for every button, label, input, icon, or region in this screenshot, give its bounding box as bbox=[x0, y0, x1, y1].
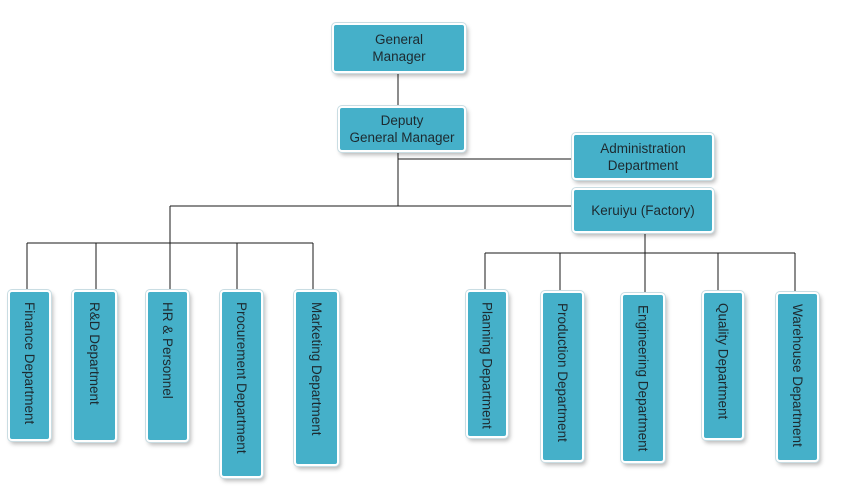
planning-department-box: Planning Department bbox=[466, 290, 508, 438]
quality-department-box: Quality Department bbox=[702, 291, 744, 440]
general-manager-line-2: Manager bbox=[372, 49, 426, 64]
deputy-line-1: Deputy bbox=[380, 113, 424, 128]
hr-personnel-label: HR & Personnel bbox=[160, 302, 175, 399]
factory-label: Keruiyu (Factory) bbox=[591, 203, 695, 218]
quality-department-label: Quality Department bbox=[715, 303, 731, 420]
rd-department-label: R&D Department bbox=[87, 302, 102, 405]
finance-department-label: Finance Department bbox=[22, 302, 37, 425]
finance-department-box: Finance Department bbox=[8, 290, 51, 441]
engineering-department-box: Engineering Department bbox=[621, 293, 665, 463]
general-manager-line-1: General bbox=[374, 32, 423, 47]
production-department-box: Production Department bbox=[541, 291, 584, 462]
planning-department-label: Planning Department bbox=[479, 302, 495, 429]
rd-department-box: R&D Department bbox=[72, 290, 117, 442]
factory-box: Keruiyu (Factory) bbox=[572, 188, 714, 233]
marketing-department-label: Marketing Department bbox=[309, 302, 324, 436]
warehouse-department-box: Warehouse Department bbox=[776, 292, 819, 462]
administration-line-1: Administration bbox=[600, 140, 686, 156]
warehouse-department-label: Warehouse Department bbox=[790, 304, 805, 447]
procurement-department-box: Procurement Department bbox=[220, 290, 263, 478]
administration-line-2: Department bbox=[607, 157, 679, 173]
deputy-general-manager-box: Deputy General Manager bbox=[338, 106, 466, 152]
deputy-line-2: General Manager bbox=[349, 130, 455, 145]
engineering-department-label: Engineering Department bbox=[635, 305, 651, 452]
general-manager-box: General Manager bbox=[332, 23, 466, 73]
marketing-department-box: Marketing Department bbox=[294, 290, 339, 466]
administration-department-box: Administration Department bbox=[572, 133, 714, 180]
production-department-label: Production Department bbox=[555, 303, 570, 442]
procurement-department-label: Procurement Department bbox=[234, 302, 249, 454]
hr-personnel-box: HR & Personnel bbox=[146, 290, 189, 442]
